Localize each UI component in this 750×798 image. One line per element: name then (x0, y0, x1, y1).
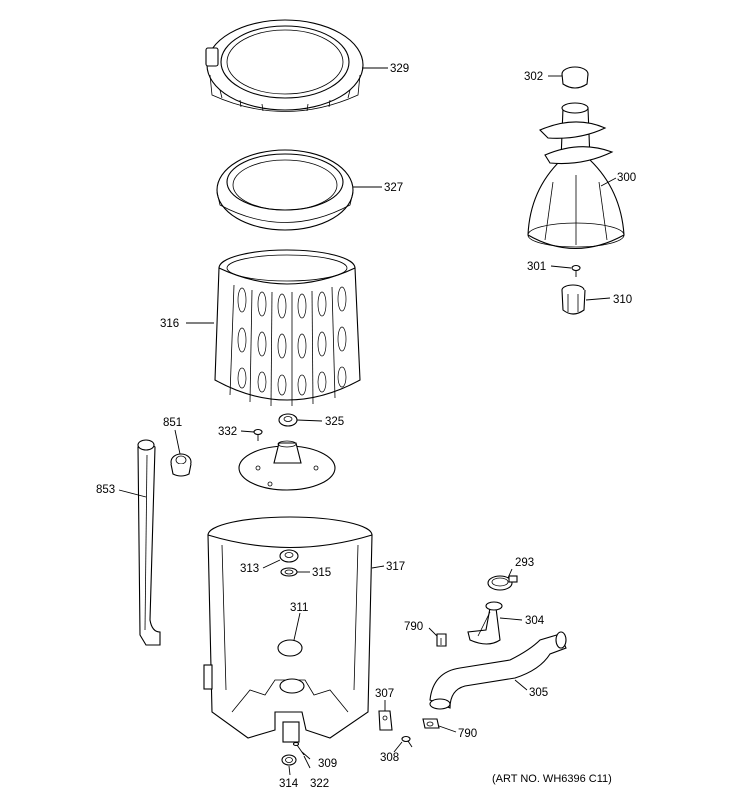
label-853: 853 (96, 484, 115, 496)
label-317: 317 (386, 561, 405, 573)
hub-plate (238, 440, 336, 491)
label-851: 851 (163, 417, 182, 429)
part-313-bearing[interactable] (279, 549, 299, 563)
label-307: 307 (375, 688, 394, 700)
label-309: 309 (318, 758, 337, 770)
leader-lines (118, 67, 617, 776)
part-293-hose-clamp[interactable] (487, 575, 518, 591)
label-308: 308 (380, 752, 399, 764)
part-307-bracket[interactable] (378, 710, 393, 731)
part-308-screw[interactable] (401, 735, 413, 748)
label-316: 316 (160, 318, 179, 330)
label-329: 329 (390, 63, 409, 75)
part-315-seal[interactable] (280, 567, 298, 577)
part-329-tub-cover[interactable] (205, 19, 364, 112)
label-305: 305 (529, 687, 548, 699)
label-304: 304 (525, 615, 545, 627)
label-790-upper: 790 (404, 621, 423, 633)
part-300-agitator[interactable] (527, 102, 625, 249)
part-325-hub-nut[interactable] (278, 413, 298, 427)
part-310-drive-coupling[interactable] (561, 284, 586, 315)
label-313: 313 (240, 563, 259, 575)
art-number: (ART NO. WH6396 C11) (492, 773, 612, 785)
label-300: 300 (617, 172, 636, 184)
label-311: 311 (290, 602, 308, 614)
label-332: 332 (218, 426, 237, 438)
label-301: 301 (527, 261, 546, 273)
part-332-screw[interactable] (253, 428, 263, 442)
label-327: 327 (384, 182, 403, 194)
part-317-outer-tub[interactable] (203, 516, 373, 743)
label-310: 310 (613, 294, 632, 306)
label-322: 322 (310, 778, 329, 790)
part-316-wash-basket[interactable] (214, 249, 361, 407)
part-322-pin[interactable] (292, 741, 305, 756)
part-790-clip-upper[interactable] (436, 633, 447, 647)
part-314-o-ring[interactable] (281, 754, 297, 766)
label-325: 325 (325, 416, 344, 428)
part-301-bolt[interactable] (571, 264, 581, 278)
label-293: 293 (515, 557, 534, 569)
part-790-clip-lower[interactable] (422, 718, 440, 729)
part-327-balance-ring[interactable] (216, 149, 354, 231)
part-304-pump-hose[interactable] (467, 601, 503, 645)
part-302-agitator-cap[interactable] (561, 66, 589, 89)
label-302: 302 (524, 71, 543, 83)
label-315: 315 (312, 567, 331, 579)
part-851-fitting[interactable] (170, 453, 192, 477)
part-305-drain-hose[interactable] (429, 631, 567, 710)
label-790-lower: 790 (458, 728, 477, 740)
part-853-hose[interactable] (137, 439, 161, 646)
label-314: 314 (279, 778, 299, 790)
